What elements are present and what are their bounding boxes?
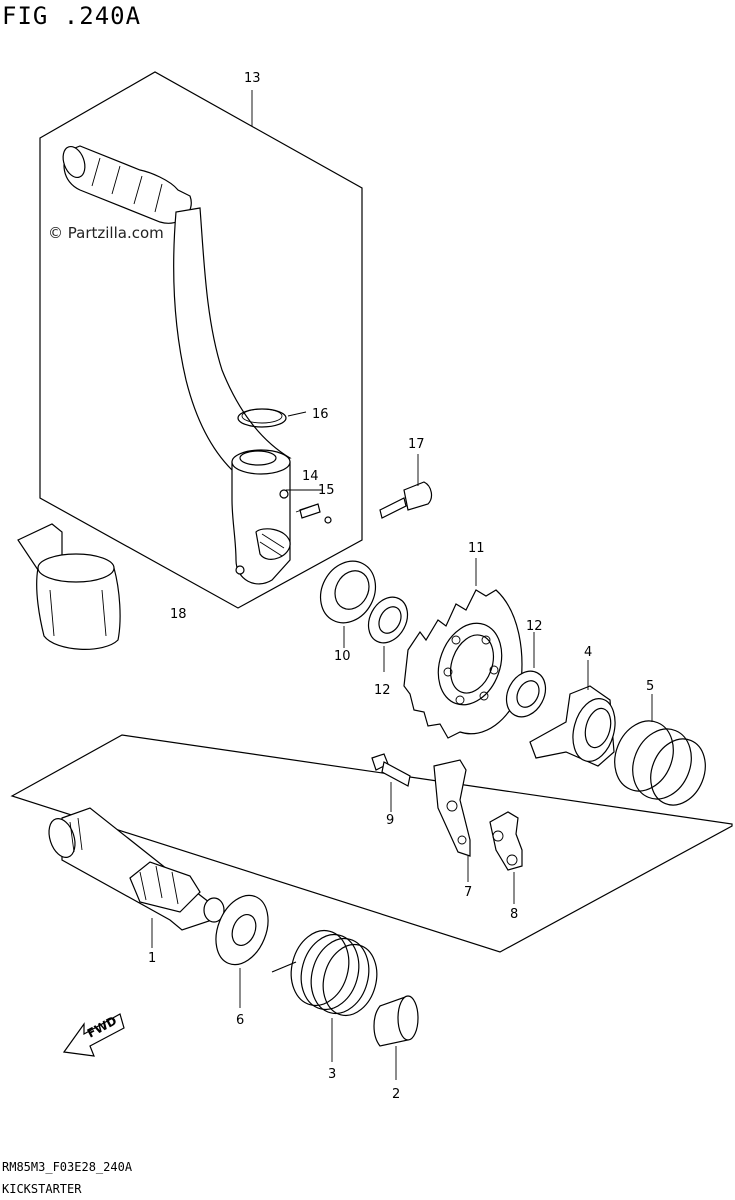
- callout-13[interactable]: 13: [244, 71, 261, 86]
- footer-figure-name: KICKSTARTER: [2, 1182, 82, 1196]
- washer-upper-part[interactable]: [361, 590, 415, 672]
- callout-6[interactable]: 6: [236, 1013, 244, 1028]
- lever-nut-part[interactable]: [324, 516, 332, 524]
- watermark-text: © Partzilla.com: [48, 224, 164, 242]
- shaft-assembly-box: [10, 734, 733, 953]
- spring-guide-part[interactable]: [373, 995, 419, 1080]
- stopper-plate-part[interactable]: [489, 811, 523, 904]
- forward-arrow-icon: FWD: [62, 1013, 125, 1057]
- kick-stopper-bolt-part[interactable]: [379, 454, 433, 519]
- callout-14[interactable]: 14: [302, 469, 319, 484]
- callout-3[interactable]: 3: [328, 1067, 336, 1082]
- callout-2[interactable]: 2: [392, 1087, 400, 1102]
- guide-plate-part[interactable]: [433, 759, 471, 882]
- circlip-part[interactable]: [237, 408, 307, 428]
- lever-bolt-part[interactable]: [295, 503, 321, 519]
- callout-18[interactable]: 18: [170, 607, 187, 622]
- callout-16[interactable]: 16: [312, 407, 329, 422]
- callout-5[interactable]: 5: [646, 679, 654, 694]
- kick-spring-part[interactable]: [271, 924, 384, 1062]
- callout-12-right[interactable]: 12: [526, 619, 543, 634]
- shaft-washer-part[interactable]: [206, 888, 277, 1008]
- washer-lower-part[interactable]: [499, 632, 553, 724]
- callout-10[interactable]: 10: [334, 649, 351, 664]
- callout-1[interactable]: 1: [148, 951, 156, 966]
- guide-bolt-part[interactable]: [371, 753, 411, 812]
- footer-figure-code: RM85M3_F03E28_240A: [2, 1160, 133, 1174]
- callout-12-left[interactable]: 12: [374, 683, 391, 698]
- callout-9[interactable]: 9: [386, 813, 394, 828]
- callout-8[interactable]: 8: [510, 907, 518, 922]
- callout-17[interactable]: 17: [408, 437, 425, 452]
- kick-shaft-part[interactable]: [44, 807, 225, 948]
- figure-title: FIG .240A: [2, 2, 142, 30]
- kick-lever-part[interactable]: [59, 144, 292, 585]
- callout-15[interactable]: 15: [318, 483, 335, 498]
- ratchet-spring-part[interactable]: [605, 694, 715, 813]
- kick-boot-part[interactable]: [17, 523, 121, 650]
- callout-11[interactable]: 11: [468, 541, 485, 556]
- kick-ratchet-part[interactable]: [529, 660, 622, 767]
- callout-7[interactable]: 7: [464, 885, 472, 900]
- kick-lever-assembly-box: [39, 71, 363, 609]
- oil-seal-part[interactable]: [310, 552, 386, 648]
- kick-gear-part[interactable]: [403, 558, 523, 739]
- callout-4[interactable]: 4: [584, 645, 592, 660]
